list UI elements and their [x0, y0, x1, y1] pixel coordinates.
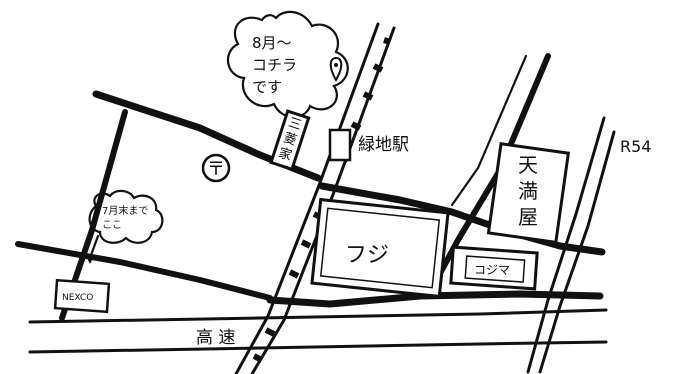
store-fuji: フジ: [345, 243, 389, 268]
building-vertical-sign: 三菱家: [269, 109, 311, 172]
road-lower-east: [266, 290, 604, 308]
road-diagonal-tenmaya-b: [450, 54, 528, 207]
road-mid-east: [318, 182, 606, 256]
store-fuji-block: [310, 197, 450, 299]
post-office-circle: [201, 153, 231, 183]
store-nexco-block: [53, 278, 111, 314]
expressway-top-edge: [28, 308, 608, 324]
railway-right-rail: [250, 26, 396, 374]
store-nexco: NEXCO: [62, 293, 93, 303]
bubble-until-july-outline: [88, 189, 164, 244]
bubble-until-july-arrowhead: [86, 256, 94, 264]
railway-left-rail: [234, 22, 380, 374]
station-building: [328, 128, 352, 162]
location-pin-icon: [329, 56, 343, 83]
expressway-label: 高 速: [196, 328, 235, 348]
building-vertical-sign-text: 三菱家: [277, 115, 304, 164]
expressway-bottom-edge: [28, 340, 608, 354]
route-label: R54: [620, 137, 651, 156]
road-r54-outer: [526, 116, 606, 374]
station-label: 緑地駅: [358, 135, 409, 155]
road-middle-west: [15, 241, 273, 301]
railway-ties: [252, 37, 391, 363]
store-kojima: コジマ: [474, 263, 510, 277]
building-tenmaya-block: [486, 142, 571, 245]
road-r54-inner: [538, 130, 616, 374]
store-kojima-block: [449, 245, 539, 291]
bubble-until-july: 7月末までここ: [102, 204, 148, 231]
building-tenmaya: 天満屋: [518, 153, 538, 229]
post-office-icon: 〒: [207, 159, 225, 180]
bubble-until-july-pointer: [88, 234, 100, 260]
road-diagonal-tenmaya-a: [427, 53, 551, 295]
bubble-move-note: 8月〜コチラです: [252, 34, 297, 96]
bubble-move-note-outline: [227, 10, 349, 119]
